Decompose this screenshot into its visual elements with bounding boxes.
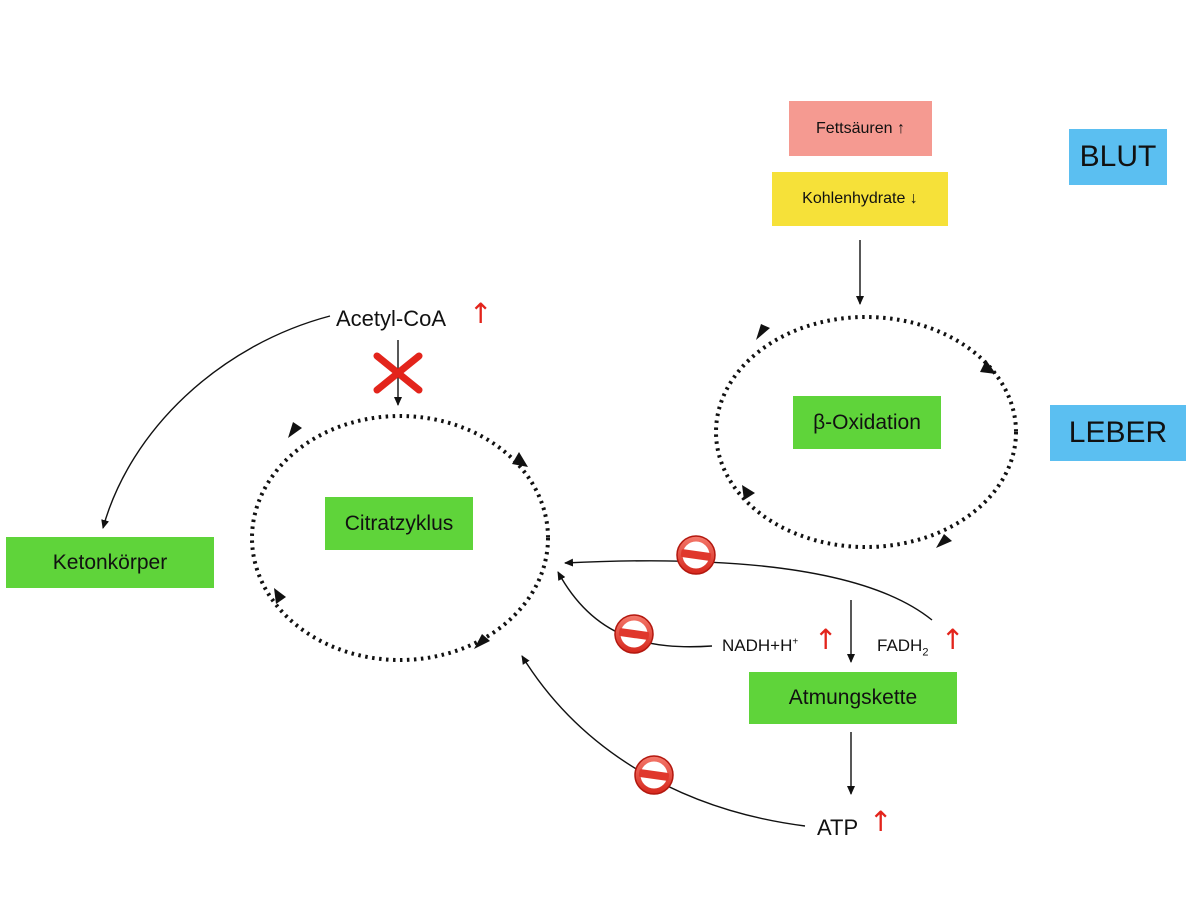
beta-oxidation-box: β-Oxidation [793, 396, 941, 449]
nadh-superscript: + [792, 636, 799, 648]
inhibition-icon [614, 614, 654, 654]
citric-acid-cycle [250, 414, 550, 662]
inhibition-icon [634, 755, 674, 795]
cycle-arrowhead [274, 588, 286, 604]
fadh2-label: FADH2 [877, 636, 928, 658]
cycle-arrowhead [742, 485, 755, 500]
fadh2-subscript: 2 [922, 646, 929, 659]
carbohydrates-box: Kohlenhydrate ↓ [772, 172, 948, 226]
inhibition-arrow-fadh2 [564, 558, 933, 621]
inhibition-icon [676, 535, 716, 575]
respiratory-chain-box: Atmungskette [749, 672, 957, 724]
arrow-up-icon: ↑ [941, 623, 965, 656]
compartment-blood: BLUT [1069, 129, 1167, 185]
beta-oxidation-cycle [714, 315, 1018, 549]
ketone-bodies-box: Ketonkörper [6, 537, 214, 588]
cycle-arrowhead [936, 534, 952, 548]
cycle-arrowhead [980, 360, 996, 374]
citric-acid-cycle-box: Citratzyklus [325, 497, 473, 550]
nadh-label: NADH+H+ [722, 636, 798, 656]
cycle-arrowhead [756, 324, 770, 340]
arrow-up-icon: ↑ [469, 297, 493, 330]
compartment-liver: LEBER [1050, 405, 1186, 461]
cycle-arrowhead [288, 422, 302, 438]
fadh2-text: FADH [877, 636, 923, 655]
acetyl-coa-label: Acetyl-CoA [336, 306, 447, 331]
cycle-arrowhead [474, 634, 490, 649]
arrow-acetyl-coa-to-ketone-bodies [101, 315, 331, 529]
cycle-arrowhead [512, 452, 528, 467]
cross-icon [373, 352, 423, 394]
arrow-up-icon: ↑ [869, 805, 893, 838]
atp-label: ATP [817, 815, 859, 840]
fatty-acids-box: Fettsäuren ↑ [789, 101, 932, 156]
nadh-text: NADH+H [722, 636, 793, 655]
arrow-up-icon: ↑ [814, 623, 838, 656]
